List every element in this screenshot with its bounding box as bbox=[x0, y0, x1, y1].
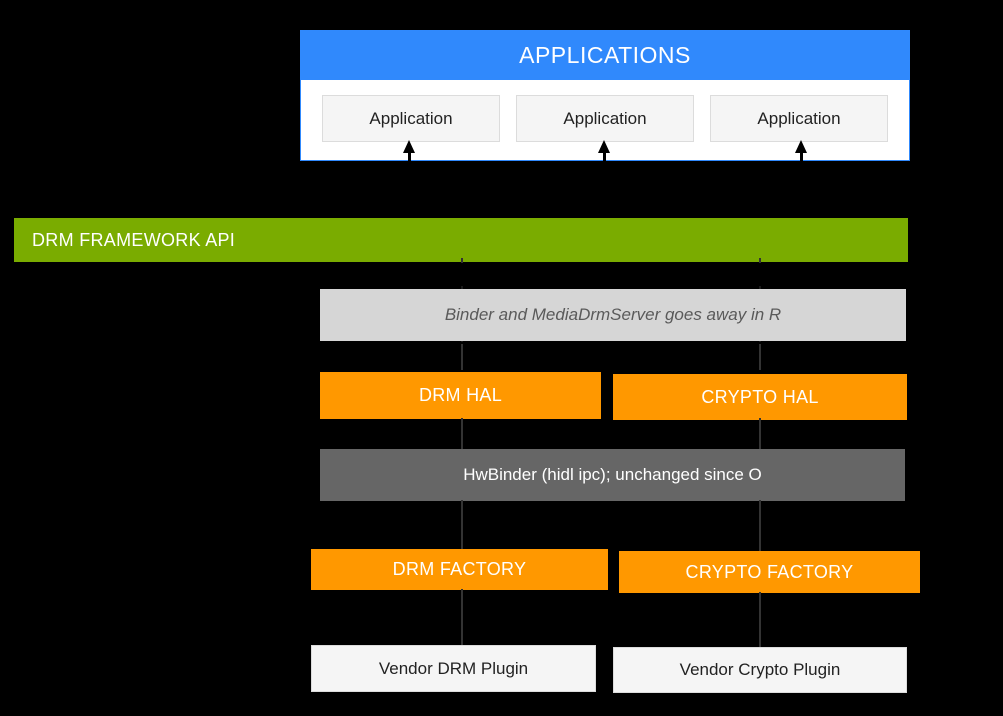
connector-tick-left bbox=[461, 258, 463, 263]
arrow-up-stem-1 bbox=[408, 150, 411, 161]
drm-framework-api-bar: DRM FRAMEWORK API bbox=[14, 218, 908, 262]
application-box-1[interactable]: Application bbox=[322, 95, 500, 142]
factory-tick-right bbox=[759, 500, 761, 552]
hal-tick-right bbox=[759, 344, 761, 370]
arrow-up-stem-3 bbox=[800, 150, 803, 161]
arrow-up-stem-2 bbox=[603, 150, 606, 161]
plugin-tick-right bbox=[759, 592, 761, 647]
application-box-2[interactable]: Application bbox=[516, 95, 694, 142]
hwbinder-tick-right bbox=[759, 418, 761, 450]
factory-tick-left bbox=[461, 500, 463, 550]
drm-hal-box[interactable]: DRM HAL bbox=[320, 372, 601, 419]
connector-tick-right bbox=[759, 258, 761, 263]
applications-panel: APPLICATIONS Application Application App… bbox=[300, 30, 910, 161]
plugin-tick-left bbox=[461, 589, 463, 645]
crypto-factory-box[interactable]: CRYPTO FACTORY bbox=[619, 551, 920, 593]
hwbinder-tick-left bbox=[461, 418, 463, 450]
hwbinder-box: HwBinder (hidl ipc); unchanged since O bbox=[320, 449, 905, 501]
applications-header: APPLICATIONS bbox=[301, 31, 909, 80]
drm-factory-box[interactable]: DRM FACTORY bbox=[311, 549, 608, 590]
application-box-3[interactable]: Application bbox=[710, 95, 888, 142]
arrow-up-icon-2 bbox=[598, 140, 610, 153]
hal-tick-left bbox=[461, 344, 463, 370]
binder-note-box: Binder and MediaDrmServer goes away in R bbox=[320, 289, 906, 341]
arrow-up-icon-1 bbox=[403, 140, 415, 153]
vendor-drm-plugin-box[interactable]: Vendor DRM Plugin bbox=[311, 645, 596, 692]
vendor-crypto-plugin-box[interactable]: Vendor Crypto Plugin bbox=[613, 647, 907, 693]
crypto-hal-box[interactable]: CRYPTO HAL bbox=[613, 374, 907, 420]
arrow-up-icon-3 bbox=[795, 140, 807, 153]
applications-row: Application Application Application bbox=[301, 80, 909, 162]
